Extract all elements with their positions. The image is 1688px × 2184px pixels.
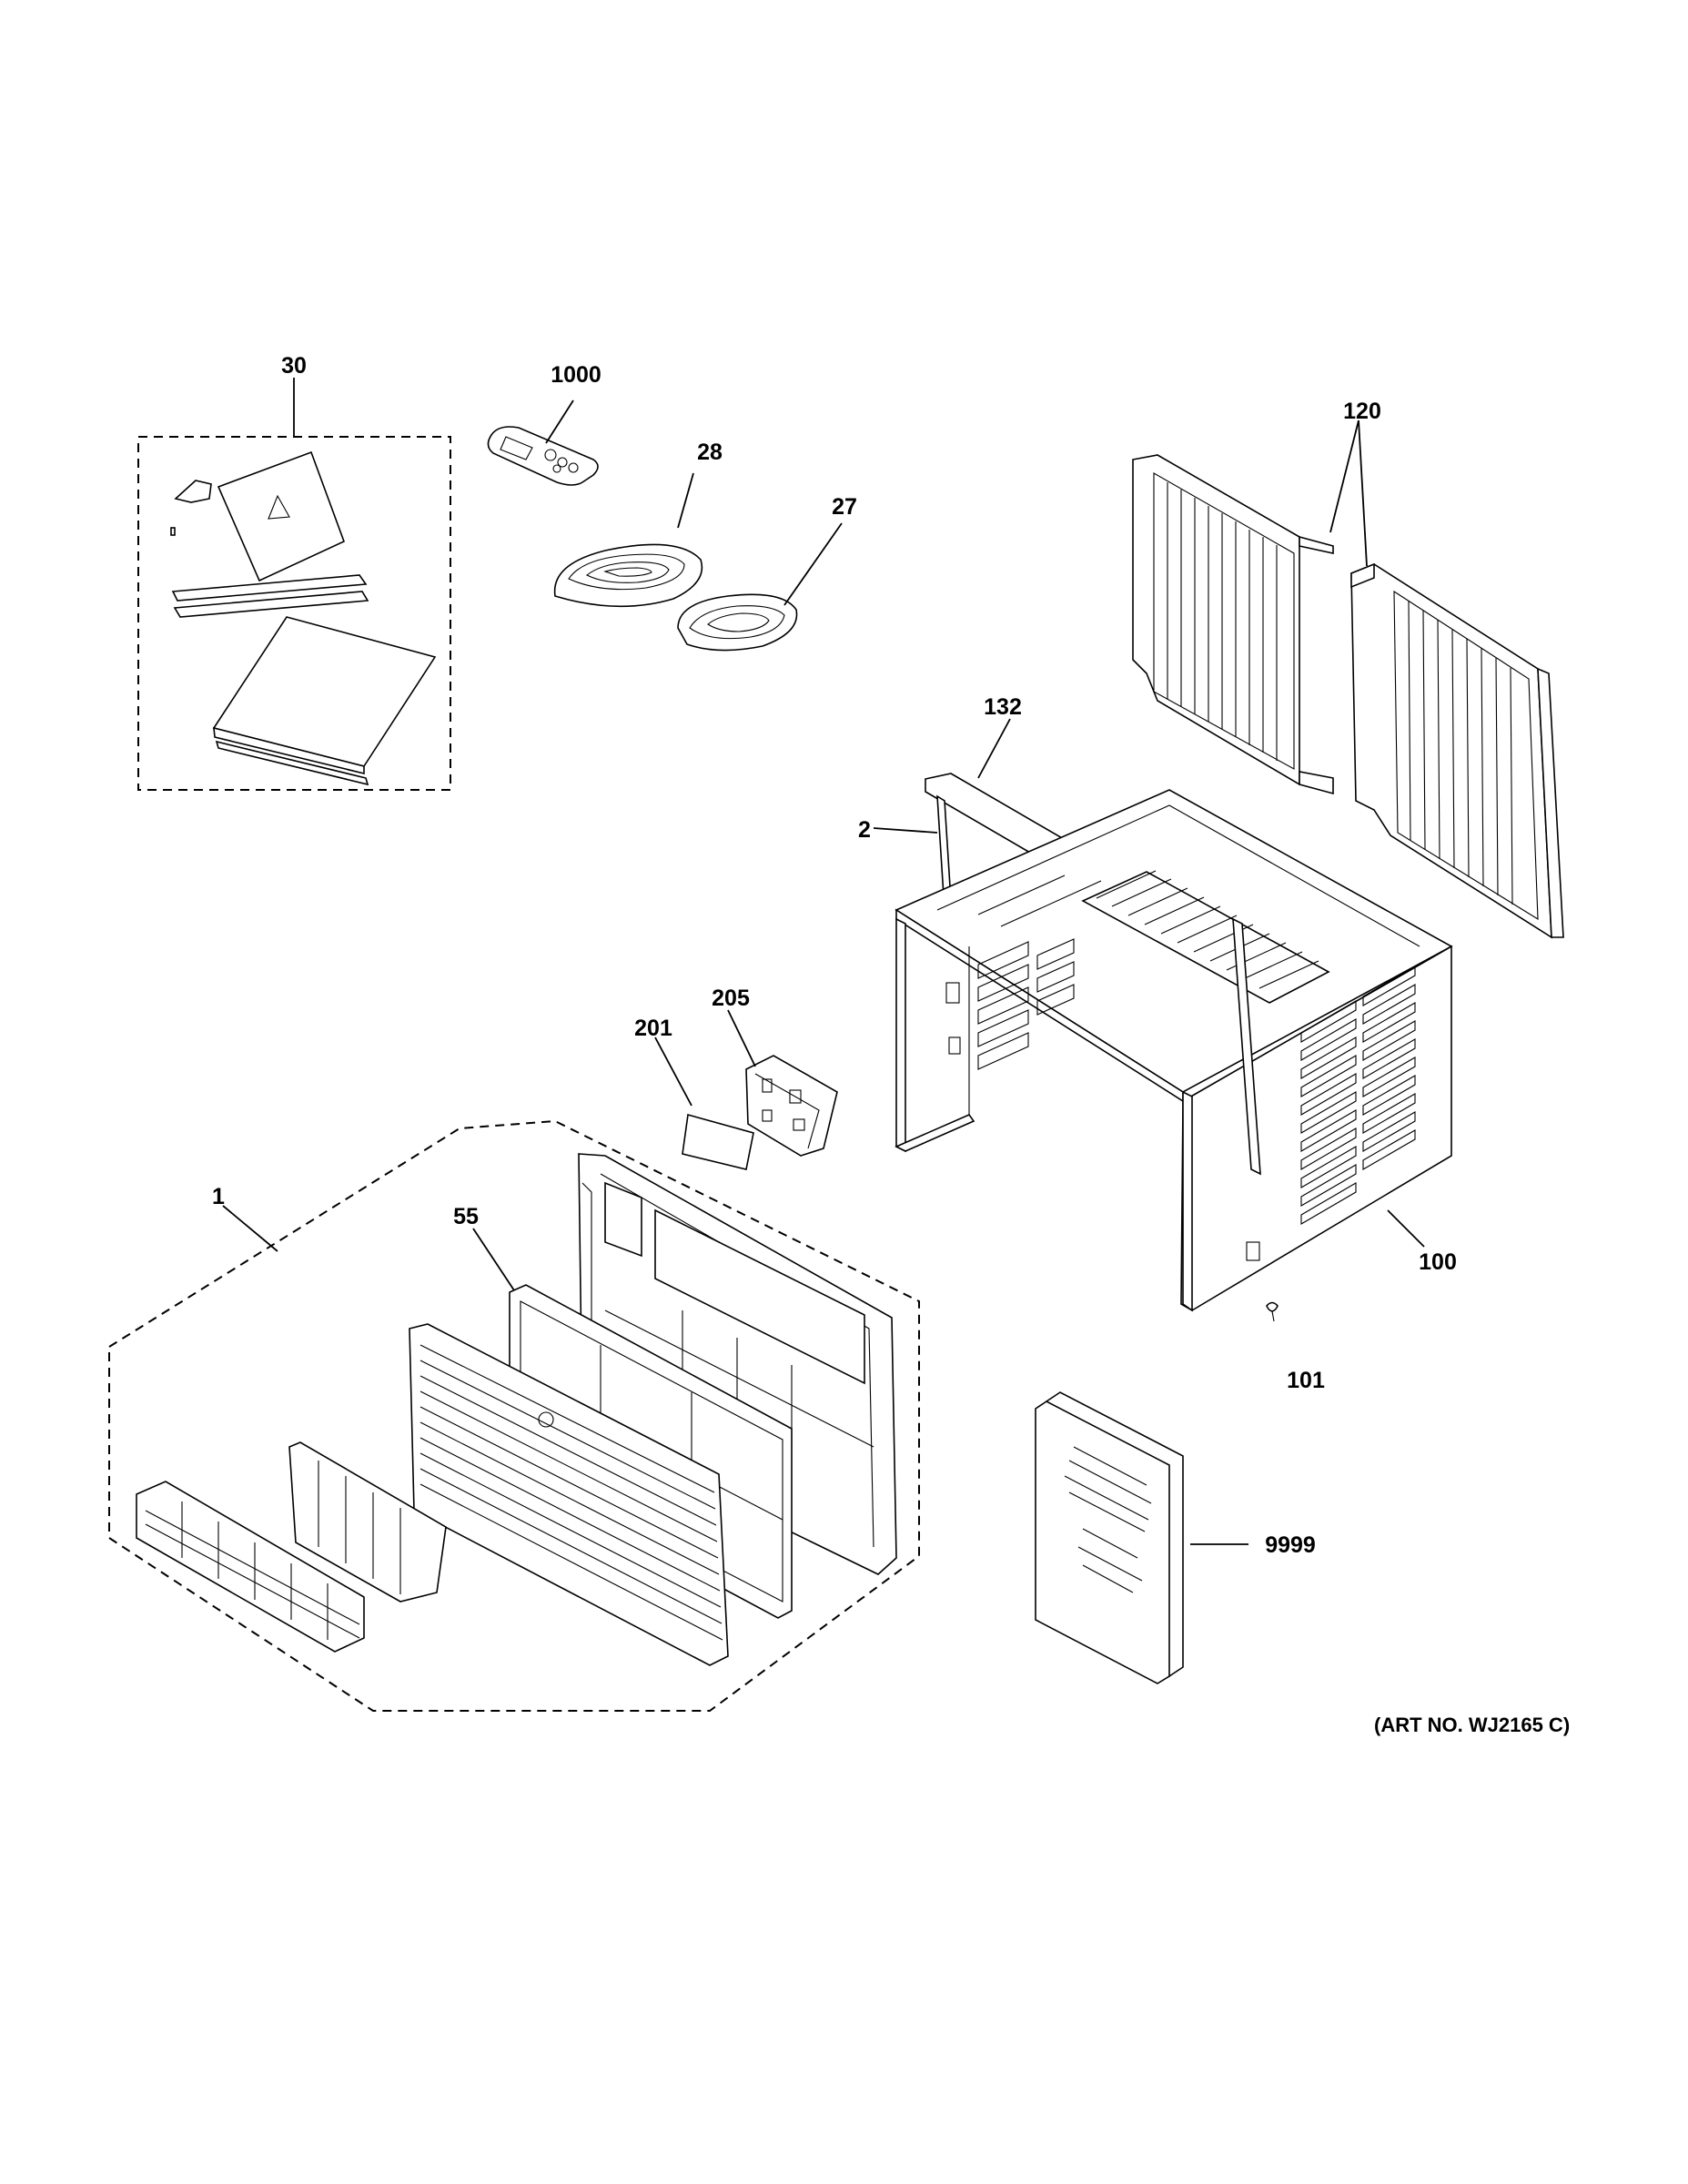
part-27-oval-part[interactable]: [677, 522, 843, 652]
callout-100: 100: [1419, 1249, 1457, 1275]
part-9999-owners-manual[interactable]: [1035, 1391, 1248, 1684]
callout-9999: 9999: [1265, 1532, 1316, 1558]
art-number: (ART NO. WJ2165 C): [1374, 1714, 1570, 1736]
callout-101: 101: [1287, 1368, 1325, 1393]
callout-1: 1: [212, 1184, 225, 1209]
part-100-cabinet[interactable]: [895, 789, 1453, 1312]
part-201-label-sheet[interactable]: [654, 1036, 754, 1170]
callout-27: 27: [832, 494, 857, 520]
part-101-screw[interactable]: [1266, 1301, 1279, 1322]
part-28-oval-part[interactable]: [553, 472, 703, 608]
part-205-control-box[interactable]: [727, 1009, 838, 1157]
part-2-post[interactable]: [873, 794, 952, 903]
part-1-front-grille-assembly[interactable]: [108, 1119, 920, 1712]
callout-30: 30: [281, 353, 307, 379]
callout-1000: 1000: [551, 362, 601, 388]
callout-132: 132: [984, 694, 1022, 720]
part-1000-remote-control[interactable]: [487, 399, 599, 486]
callout-120: 120: [1343, 399, 1381, 424]
part-30-installation-kit[interactable]: [137, 378, 451, 791]
callout-55: 55: [453, 1204, 479, 1229]
callout-205: 205: [712, 986, 750, 1011]
part-120-side-curtains[interactable]: [1132, 420, 1564, 939]
callout-201: 201: [634, 1016, 672, 1041]
callout-28: 28: [697, 440, 723, 465]
callout-2: 2: [858, 817, 871, 843]
